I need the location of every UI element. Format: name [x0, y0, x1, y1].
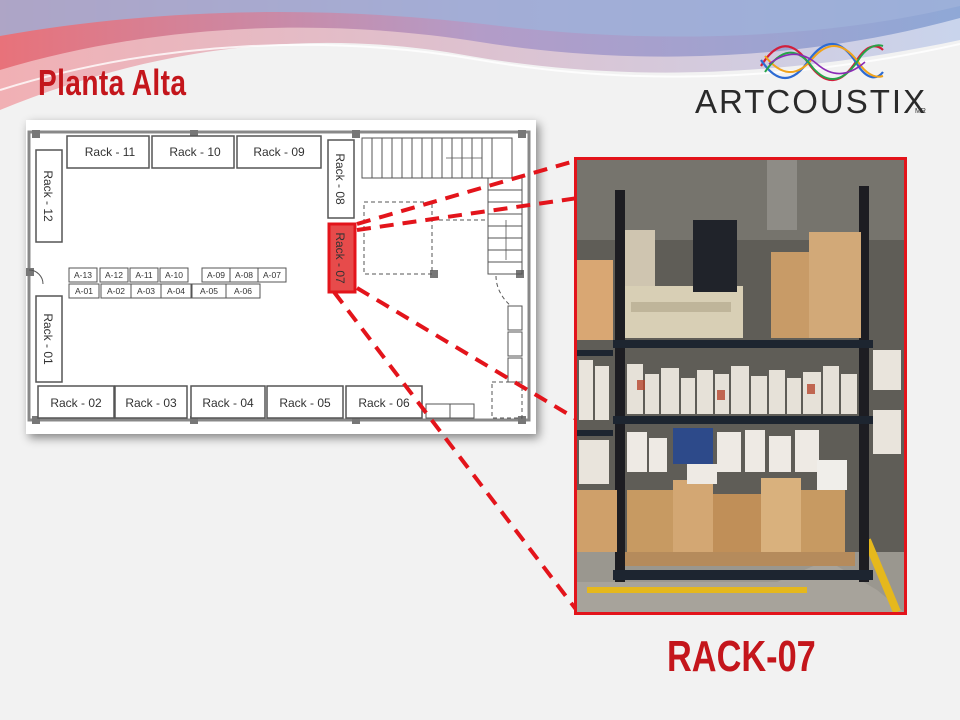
floor-plan: Rack - 11 Rack - 10 Rack - 09 Rack - 12 … — [26, 120, 536, 434]
artcoustix-logo: ARTCOUSTIX MR — [695, 36, 935, 136]
rack-02-label: Rack - 02 — [50, 396, 102, 410]
rack-10 — [151, 135, 235, 169]
rack-12 — [35, 149, 63, 243]
right-side-bins — [425, 305, 523, 419]
rack-03-label: Rack - 03 — [125, 396, 177, 410]
rack-04-label: Rack - 04 — [202, 396, 254, 410]
slot-a13: A-13 — [74, 270, 92, 280]
slot-a11: A-11 — [135, 270, 153, 280]
rack-02 — [37, 385, 115, 419]
rack-07-photo — [574, 157, 907, 615]
rack-10-label: Rack - 10 — [169, 145, 221, 159]
slot-row-1 — [68, 267, 287, 283]
slot-a08: A-08 — [235, 270, 253, 280]
logo-wordmark: ARTCOUSTIX — [695, 83, 928, 120]
slot-a01: A-01 — [75, 286, 93, 296]
rack-11 — [66, 135, 150, 169]
floor-plan-drawing: Rack - 11 Rack - 10 Rack - 09 Rack - 12 … — [26, 130, 531, 424]
slide-title: Planta Alta — [38, 62, 187, 103]
rack-11-label: Rack - 11 — [85, 145, 136, 159]
slot-row-2 — [68, 283, 261, 299]
rack-09-label: Rack - 09 — [253, 145, 305, 159]
slot-a06: A-06 — [234, 286, 252, 296]
rack-09 — [236, 135, 322, 169]
slot-a04: A-04 — [167, 286, 185, 296]
slot-a09: A-09 — [207, 270, 225, 280]
slot-a02: A-02 — [107, 286, 125, 296]
rack-08-label: Rack - 08 — [333, 153, 347, 205]
slot-a03: A-03 — [137, 286, 155, 296]
slot-a07: A-07 — [263, 270, 281, 280]
warehouse-photo-illustration — [577, 160, 904, 612]
rack-08 — [327, 139, 355, 219]
rack-06-label: Rack - 06 — [358, 396, 410, 410]
slot-a10: A-10 — [165, 270, 183, 280]
logo-wave-icon — [760, 42, 884, 82]
door-arc — [28, 269, 44, 285]
slot-a05: A-05 — [200, 286, 218, 296]
slot-a12: A-12 — [105, 270, 123, 280]
logo-mark: MR — [915, 108, 926, 115]
rack-05 — [266, 385, 344, 419]
rack-01-label: Rack - 01 — [41, 313, 55, 365]
rack-05-label: Rack - 05 — [279, 396, 331, 410]
rack-03 — [114, 385, 188, 419]
rack-04 — [190, 385, 266, 419]
rack-caption: RACK-07 — [667, 632, 816, 681]
rack-12-label: Rack - 12 — [41, 170, 55, 222]
rack-01 — [35, 295, 63, 383]
rack-07-label: Rack - 07 — [333, 232, 347, 284]
staircase — [361, 137, 523, 275]
